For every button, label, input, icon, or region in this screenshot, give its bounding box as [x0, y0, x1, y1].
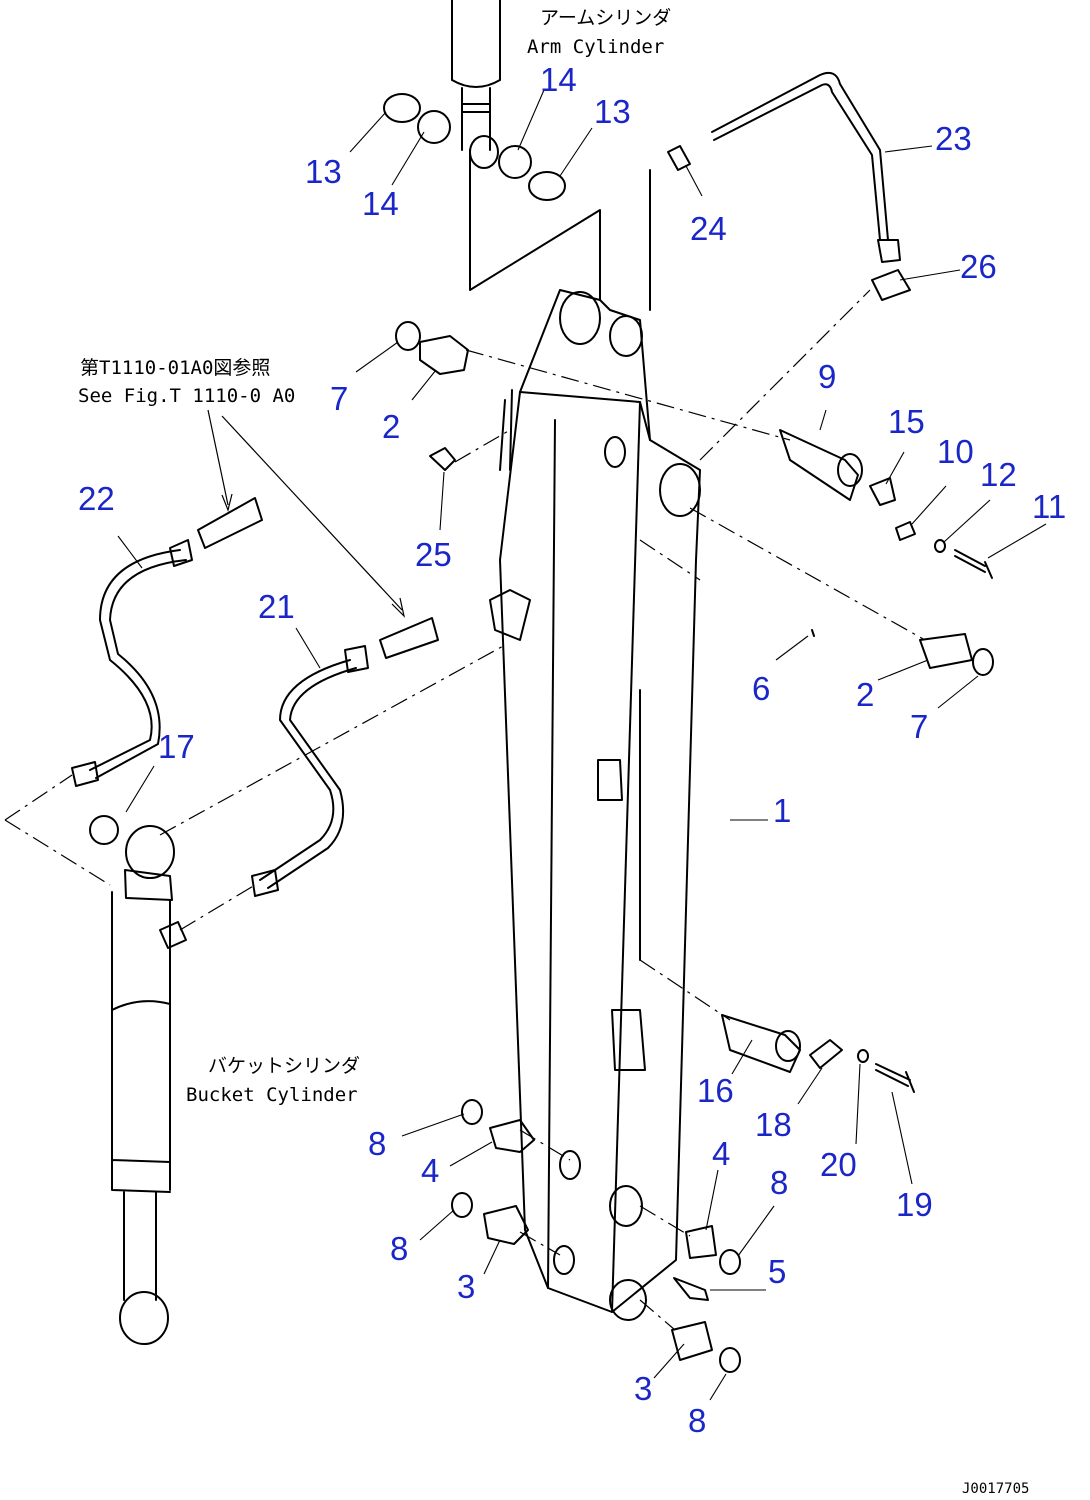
- part-number-label: 3: [457, 1268, 475, 1305]
- part-number-label: 8: [390, 1230, 408, 1267]
- part-number-label: 24: [690, 210, 727, 247]
- part-number-label: 3: [634, 1370, 652, 1407]
- axis-lines: [4, 289, 926, 1331]
- captions: アームシリンダ Arm Cylinder 第T1110-01A0図参照 See …: [78, 7, 1029, 1497]
- arm-cylinder-caption-jp: アームシリンダ: [540, 7, 671, 29]
- part-number-label: 5: [768, 1253, 786, 1290]
- hardware-parts: [395, 321, 994, 1373]
- part-number-label: 15: [888, 403, 925, 440]
- part-number-label: 13: [594, 93, 631, 130]
- reference-caption-en: See Fig.T 1110-0 A0: [78, 385, 295, 407]
- arm-cylinder: [383, 0, 651, 311]
- part-number-label: 20: [820, 1146, 857, 1183]
- part-number-label: 4: [712, 1135, 730, 1172]
- reference-caption-jp: 第T1110-01A0図参照: [80, 357, 270, 379]
- part-number-label: 17: [158, 728, 195, 765]
- hoses: [71, 71, 911, 897]
- part-number-label: 12: [980, 456, 1017, 493]
- part-number-label: 21: [258, 588, 295, 625]
- part-number-label: 7: [330, 380, 348, 417]
- part-number-label: 7: [910, 708, 928, 745]
- part-number-labels: 13 14 14 13 24 23 26 7 2 9 15 10 12 11 2…: [78, 61, 1066, 1439]
- part-number-label: 8: [688, 1402, 706, 1439]
- part-number-label: 6: [752, 670, 770, 707]
- part-number-label: 11: [1032, 488, 1066, 525]
- part-number-label: 2: [382, 408, 400, 445]
- part-number-label: 8: [770, 1164, 788, 1201]
- part-number-label: 16: [697, 1072, 734, 1109]
- bucket-cylinder-caption-en: Bucket Cylinder: [186, 1084, 358, 1106]
- drawing-code: J0017705: [962, 1481, 1029, 1497]
- reference-arrows: [207, 409, 406, 618]
- part-number-label: 18: [755, 1106, 792, 1143]
- part-number-label: 10: [937, 433, 974, 470]
- part-number-label: 23: [935, 120, 972, 157]
- part-number-label: 2: [856, 676, 874, 713]
- part-number-label: 4: [421, 1152, 439, 1189]
- arm-cylinder-caption-en: Arm Cylinder: [527, 36, 664, 58]
- part-number-label: 14: [540, 61, 577, 98]
- leader-lines: [117, 89, 1047, 1401]
- part-number-label: 9: [818, 358, 836, 395]
- part-number-label: 1: [773, 792, 791, 829]
- part-number-label: 25: [415, 536, 452, 573]
- part-number-label: 26: [960, 248, 997, 285]
- bucket-cylinder-caption-jp: バケットシリンダ: [208, 1055, 360, 1077]
- part-number-label: 22: [78, 480, 115, 517]
- part-number-label: 8: [368, 1125, 386, 1162]
- part-number-label: 19: [896, 1186, 933, 1223]
- arm-body: [489, 289, 701, 1321]
- part-number-label: 14: [362, 185, 399, 222]
- part-number-label: 13: [305, 153, 342, 190]
- bucket-cylinder: [111, 825, 187, 1345]
